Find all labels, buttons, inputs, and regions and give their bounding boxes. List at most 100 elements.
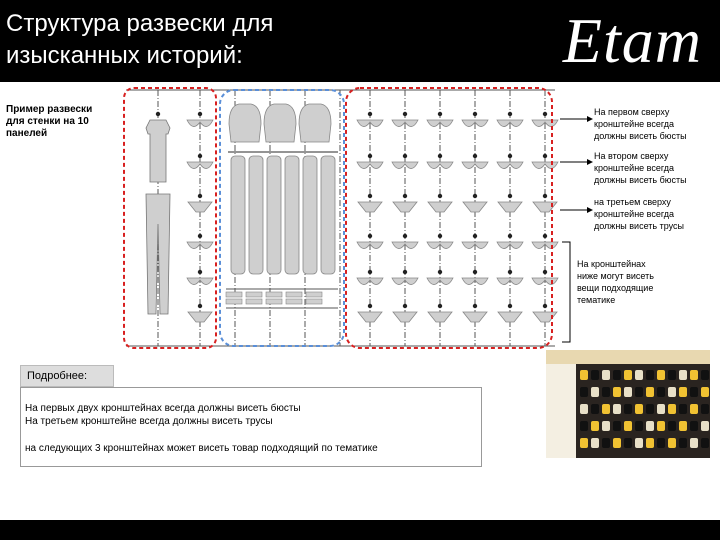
photo-merch bbox=[602, 438, 610, 448]
photo-merch bbox=[701, 387, 709, 397]
hook bbox=[542, 193, 548, 199]
photo-merch bbox=[668, 404, 676, 414]
photo-merch bbox=[668, 387, 676, 397]
hook bbox=[402, 111, 408, 117]
hook bbox=[197, 233, 203, 239]
bra-item bbox=[496, 119, 524, 127]
long-garment bbox=[230, 155, 246, 275]
bra-item bbox=[461, 161, 489, 169]
panties-item bbox=[427, 311, 453, 323]
hook bbox=[507, 193, 513, 199]
photo-merch bbox=[580, 370, 588, 380]
bra-item bbox=[356, 241, 384, 249]
hook bbox=[402, 233, 408, 239]
panties-item bbox=[187, 201, 213, 213]
mannequin-torso bbox=[228, 103, 262, 143]
long-garment bbox=[248, 155, 264, 275]
hook bbox=[542, 111, 548, 117]
details-tab: Подробнее: bbox=[20, 365, 114, 387]
folded-item bbox=[305, 298, 323, 305]
hook bbox=[507, 111, 513, 117]
details-line-2: На третьем кронштейне всегда должны висе… bbox=[25, 416, 273, 427]
hook bbox=[437, 153, 443, 159]
example-label: Пример развески для стенки на 10 панелей bbox=[6, 104, 93, 139]
folded-item bbox=[245, 298, 263, 305]
hook bbox=[197, 303, 203, 309]
photo-merch bbox=[668, 370, 676, 380]
hook bbox=[507, 303, 513, 309]
bra-item bbox=[461, 277, 489, 285]
photo-merch bbox=[624, 438, 632, 448]
footer-bar bbox=[0, 520, 720, 540]
photo-merch bbox=[591, 421, 599, 431]
callout-first-hook: На первом сверху кронштейне всегда должн… bbox=[594, 107, 687, 141]
bra-item bbox=[391, 119, 419, 127]
photo-merch bbox=[657, 438, 665, 448]
hook bbox=[472, 269, 478, 275]
pants-garment bbox=[145, 193, 171, 315]
photo-merch bbox=[624, 370, 632, 380]
photo-merch bbox=[679, 421, 687, 431]
panties-item bbox=[462, 311, 488, 323]
bra-item bbox=[426, 241, 454, 249]
hook bbox=[472, 153, 478, 159]
red-group-right bbox=[345, 87, 553, 349]
panties-item bbox=[357, 201, 383, 213]
hook bbox=[402, 269, 408, 275]
folded-item bbox=[225, 291, 243, 298]
folded-item bbox=[265, 298, 283, 305]
folded-item bbox=[285, 291, 303, 298]
hook bbox=[507, 233, 513, 239]
bra-item bbox=[186, 161, 214, 169]
bra-item bbox=[461, 241, 489, 249]
folded-item bbox=[225, 298, 243, 305]
folded-item bbox=[245, 291, 263, 298]
store-photo bbox=[546, 350, 710, 458]
panties-item bbox=[532, 311, 558, 323]
bra-item bbox=[186, 119, 214, 127]
hook bbox=[542, 233, 548, 239]
hook bbox=[367, 233, 373, 239]
bra-item bbox=[496, 277, 524, 285]
photo-merch bbox=[701, 421, 709, 431]
hook bbox=[437, 269, 443, 275]
hook bbox=[437, 193, 443, 199]
panties-item bbox=[427, 201, 453, 213]
photo-merch bbox=[701, 370, 709, 380]
photo-merch bbox=[690, 387, 698, 397]
panties-item bbox=[462, 201, 488, 213]
photo-merch bbox=[635, 387, 643, 397]
bra-item bbox=[391, 161, 419, 169]
hook bbox=[472, 111, 478, 117]
bra-item bbox=[186, 277, 214, 285]
hook bbox=[402, 193, 408, 199]
details-line-1: На первых двух кронштейнах всегда должны… bbox=[25, 403, 301, 414]
hook bbox=[507, 153, 513, 159]
photo-merch bbox=[679, 404, 687, 414]
photo-merch bbox=[602, 387, 610, 397]
panties-item bbox=[497, 311, 523, 323]
mannequin-torso bbox=[263, 103, 297, 143]
callout-third-hook: на третьем сверху кронштейне всегда долж… bbox=[594, 197, 684, 231]
hook bbox=[197, 193, 203, 199]
photo-merch bbox=[613, 421, 621, 431]
bra-item bbox=[356, 119, 384, 127]
bra-item bbox=[496, 241, 524, 249]
callout-arrows bbox=[560, 116, 593, 213]
photo-merch bbox=[613, 370, 621, 380]
hook bbox=[437, 111, 443, 117]
blue-group-center bbox=[219, 89, 345, 347]
hook bbox=[197, 111, 203, 117]
photo-merch bbox=[635, 438, 643, 448]
bra-item bbox=[426, 119, 454, 127]
bra-item bbox=[356, 161, 384, 169]
folded-item bbox=[285, 298, 303, 305]
hook bbox=[542, 153, 548, 159]
photo-merch bbox=[668, 438, 676, 448]
panties-item bbox=[392, 201, 418, 213]
mannequin-torso bbox=[298, 103, 332, 143]
hook bbox=[367, 111, 373, 117]
hook bbox=[155, 111, 161, 117]
details-line-3: на следующих 3 кронштейнах может висеть … bbox=[25, 443, 378, 454]
bra-item bbox=[391, 241, 419, 249]
